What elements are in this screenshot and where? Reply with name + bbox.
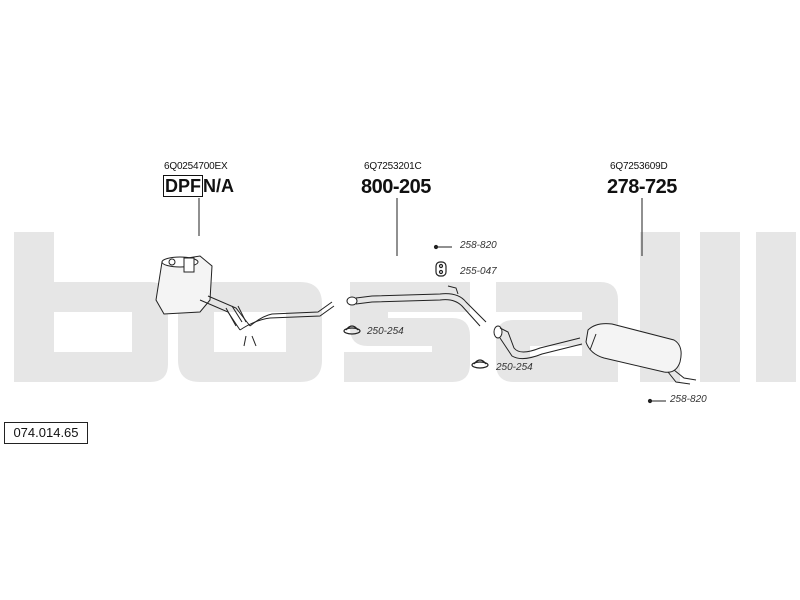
part-number-rear-silencer[interactable]: 278-725 xyxy=(607,176,677,198)
fitting-code-258-820-top[interactable]: 258-820 xyxy=(460,240,497,251)
fitting-code-255-047[interactable]: 255-047 xyxy=(460,266,497,277)
middle-pipe-drawing xyxy=(346,285,487,327)
bosal-watermark-logo xyxy=(14,232,796,382)
part-number-middle-pipe[interactable]: 800-205 xyxy=(361,176,431,198)
fitting-code-258-820-bottom[interactable]: 258-820 xyxy=(670,394,707,405)
oem-number-middle-pipe: 6Q7253201C xyxy=(364,161,422,172)
dpf-badge: DPF xyxy=(163,175,203,197)
oem-number-rear-silencer: 6Q7253609D xyxy=(610,161,668,172)
bolt-icon-258-820-bottom xyxy=(647,398,666,404)
rubber-mount-icon xyxy=(435,261,447,277)
reference-number-box: 074.014.65 xyxy=(4,422,88,444)
dpf-filter-drawing xyxy=(155,255,335,347)
rear-silencer-drawing xyxy=(493,323,697,385)
oem-number-dpf: 6Q0254700EX xyxy=(164,161,228,172)
clamp-icon-250-254-middle xyxy=(343,325,361,335)
clamp-icon-250-254-rear xyxy=(471,359,489,369)
bolt-icon-258-820-top xyxy=(433,244,452,250)
fitting-code-250-254-middle[interactable]: 250-254 xyxy=(367,326,404,337)
dpf-availability: N/A xyxy=(203,176,234,196)
fitting-code-250-254-rear[interactable]: 250-254 xyxy=(496,362,533,373)
